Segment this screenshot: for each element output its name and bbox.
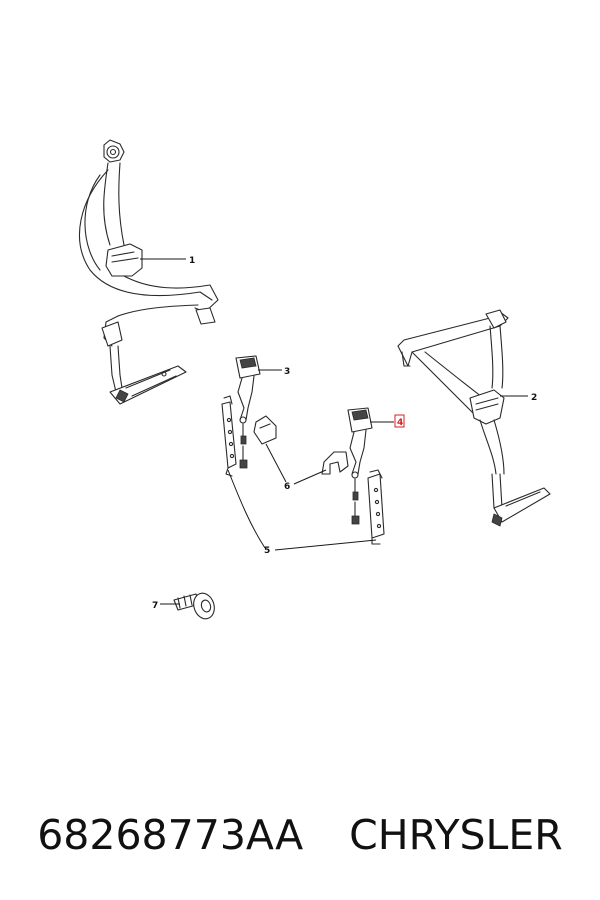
part-7-bolt[interactable] — [173, 591, 218, 622]
part-6-right-cover[interactable] — [321, 451, 349, 475]
part-number: 68268773AA — [37, 811, 304, 859]
callout-1[interactable]: 1 — [189, 256, 195, 266]
part-5-right-bracket[interactable] — [367, 469, 385, 545]
leader-line-6a — [265, 443, 287, 483]
callout-7[interactable]: 7 — [152, 601, 158, 611]
part-6-left-cover[interactable] — [253, 415, 277, 445]
seat-belt-parts-diagram: 1 2 3 — [78, 139, 551, 622]
callout-2[interactable]: 2 — [531, 393, 537, 403]
callout-4[interactable]: 4 — [397, 418, 403, 428]
leader-line-5a — [227, 469, 266, 549]
leader-line-5b — [274, 539, 377, 551]
callout-4-highlight-box — [394, 414, 405, 428]
leader-line-6b — [293, 469, 327, 485]
part-5-left-bracket[interactable] — [221, 395, 237, 477]
brand-name: CHRYSLER — [349, 811, 563, 859]
part-1-left-retractor-assembly[interactable] — [78, 139, 219, 405]
footer-caption: 68268773AA CHRYSLER — [0, 800, 600, 870]
callout-3[interactable]: 3 — [284, 367, 290, 377]
callout-6[interactable]: 6 — [284, 482, 290, 492]
part-4-right-buckle[interactable] — [347, 407, 373, 525]
callout-5[interactable]: 5 — [264, 546, 270, 556]
part-3-left-buckle[interactable] — [235, 355, 261, 469]
part-2-right-retractor-assembly[interactable] — [397, 309, 551, 527]
